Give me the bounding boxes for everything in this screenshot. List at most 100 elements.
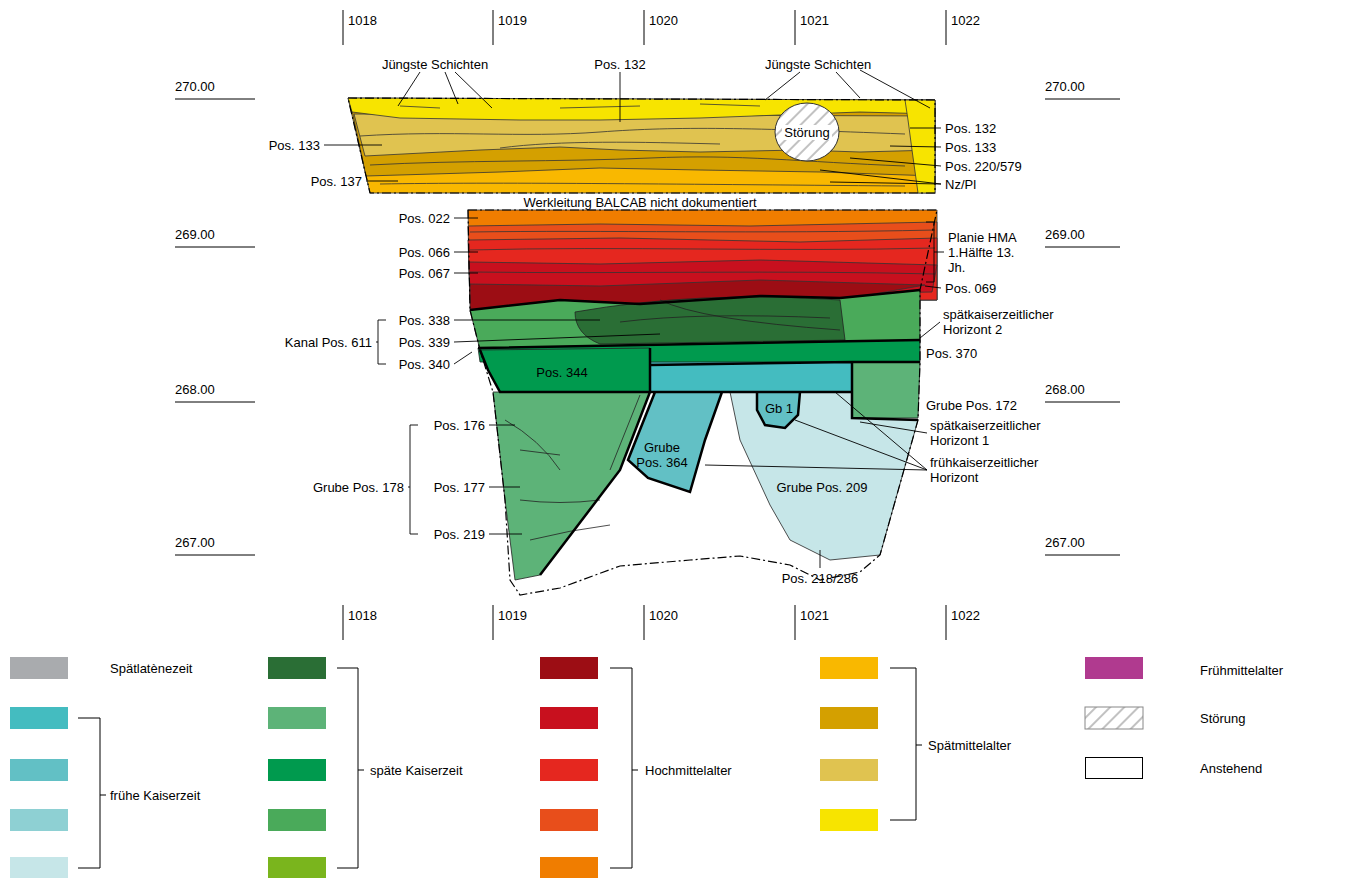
- high-medieval-layers: [470, 230, 935, 274]
- legend-swatch: [820, 657, 878, 679]
- legend-text: Hochmittelalter: [645, 763, 732, 778]
- legend-text: Störung: [1200, 711, 1246, 726]
- legend-swatches: [820, 707, 878, 729]
- grid-label: 1022: [951, 13, 980, 28]
- position-label: Pos. 338: [399, 313, 450, 328]
- legend-swatch: [1085, 657, 1143, 679]
- grid-ticks: [795, 10, 796, 45]
- grid-label: 1019: [498, 13, 527, 28]
- feature-text: Grube Pos. 209: [776, 480, 867, 495]
- grid-ticks: [1045, 247, 1120, 248]
- grid-ticks: [1045, 402, 1120, 403]
- legend-text: Spätmittelalter: [928, 738, 1011, 753]
- roman-layers: [470, 290, 920, 580]
- grid-label: 1021: [800, 13, 829, 28]
- legend-swatches: [820, 809, 878, 831]
- position-label: Pos. 219: [434, 527, 485, 542]
- legend-swatch: [540, 657, 598, 679]
- legend-swatches: [1085, 707, 1143, 729]
- leader-lines: [398, 72, 492, 108]
- legend-text: Frühmittelalter: [1200, 663, 1283, 678]
- leader-lines: [454, 320, 660, 364]
- upper-layers: [352, 110, 935, 176]
- position-label: Pos. 137: [311, 174, 362, 189]
- elevation-label: 270.00: [1045, 79, 1085, 94]
- legend-swatches: [268, 759, 326, 781]
- grid-label: 1018: [348, 608, 377, 623]
- feature-text: Störung: [782, 125, 832, 140]
- grid-ticks: [175, 402, 255, 403]
- elevation-label: 270.00: [175, 79, 215, 94]
- grid-ticks: [1045, 99, 1120, 100]
- position-label: Werkleitung BALCAB nicht dokumentiert: [523, 195, 756, 210]
- legend-text: frühe Kaiserzeit: [110, 788, 200, 803]
- roman-layers: [493, 392, 650, 580]
- roman-layers: [470, 290, 920, 575]
- leader-lines: [705, 392, 927, 470]
- legend-swatches: [540, 759, 598, 781]
- position-label: Pos. 176: [434, 418, 485, 433]
- leader-lines: [620, 72, 621, 122]
- feature-label: Grube Pos. 364: [631, 439, 693, 471]
- position-label: Pos. 177: [434, 480, 485, 495]
- roman-layers: [620, 300, 840, 330]
- grid-ticks: [946, 605, 947, 640]
- feature-label: Gb 1: [763, 400, 796, 417]
- elevation-label: 269.00: [175, 227, 215, 242]
- feature-text: Gb 1: [765, 401, 793, 416]
- position-label: Pos. 067: [399, 266, 450, 281]
- elevation-label: 268.00: [1045, 382, 1085, 397]
- legend-swatch: [268, 657, 326, 679]
- leader-lines: [926, 222, 944, 282]
- position-label: Pos. 133: [269, 138, 320, 153]
- position-label: Jüngste Schichten: [382, 57, 488, 72]
- leader-lines: [376, 320, 386, 364]
- section-outline: [468, 210, 937, 595]
- position-label: Pos. 220/579: [945, 159, 1022, 174]
- position-label: Kanal Pos. 611: [285, 335, 372, 350]
- position-label: Planie HMA 1.Hälfte 13. Jh.: [948, 230, 1032, 275]
- grid-ticks: [1045, 555, 1120, 556]
- position-label: Pos. 339: [399, 335, 450, 350]
- leader-lines: [324, 70, 944, 568]
- leader-lines: [820, 550, 821, 568]
- grid-label: 1021: [800, 608, 829, 623]
- roman-layers: [730, 392, 918, 560]
- grid-label: 1018: [348, 13, 377, 28]
- disturbance-oval: Störung: [774, 102, 840, 162]
- legend-text: Spätlatènezeit: [110, 661, 192, 676]
- legend-swatches: [268, 707, 326, 729]
- grid-label: 1020: [649, 13, 678, 28]
- position-label: Nz/Pl: [945, 177, 976, 192]
- legend-swatch: [10, 657, 68, 679]
- position-label: Pos. 066: [399, 245, 450, 260]
- grid-label: 1019: [498, 608, 527, 623]
- legend-swatches: [268, 809, 326, 831]
- position-label: Pos. 133: [945, 140, 996, 155]
- legend-brackets: [610, 668, 638, 868]
- elevation-label: 269.00: [1045, 227, 1085, 242]
- leader-lines: [454, 218, 941, 288]
- grid-ticks: [175, 247, 255, 248]
- elevation-label: 267.00: [1045, 535, 1085, 550]
- legend-swatches: [10, 857, 68, 878]
- position-label: Pos. 069: [945, 281, 996, 296]
- leader-lines: [920, 322, 940, 338]
- grid-ticks: [493, 605, 494, 640]
- legend-brackets: [78, 718, 106, 868]
- grid-ticks: [644, 10, 645, 45]
- grid-ticks: [175, 99, 255, 100]
- leader-lines: [765, 70, 930, 108]
- upper-layers: [354, 114, 935, 156]
- grid-ticks: [795, 605, 796, 640]
- position-label: Pos. 022: [399, 211, 450, 226]
- leader-lines: [860, 422, 927, 433]
- legend-swatches: [540, 707, 598, 729]
- leader-lines: [408, 425, 418, 534]
- grid-label: 1020: [649, 608, 678, 623]
- upper-layers: [348, 98, 935, 193]
- legend-swatches: [540, 857, 598, 878]
- legend-swatches: [10, 809, 68, 831]
- upper-layers: [348, 98, 935, 193]
- legend-swatch: [1085, 757, 1143, 779]
